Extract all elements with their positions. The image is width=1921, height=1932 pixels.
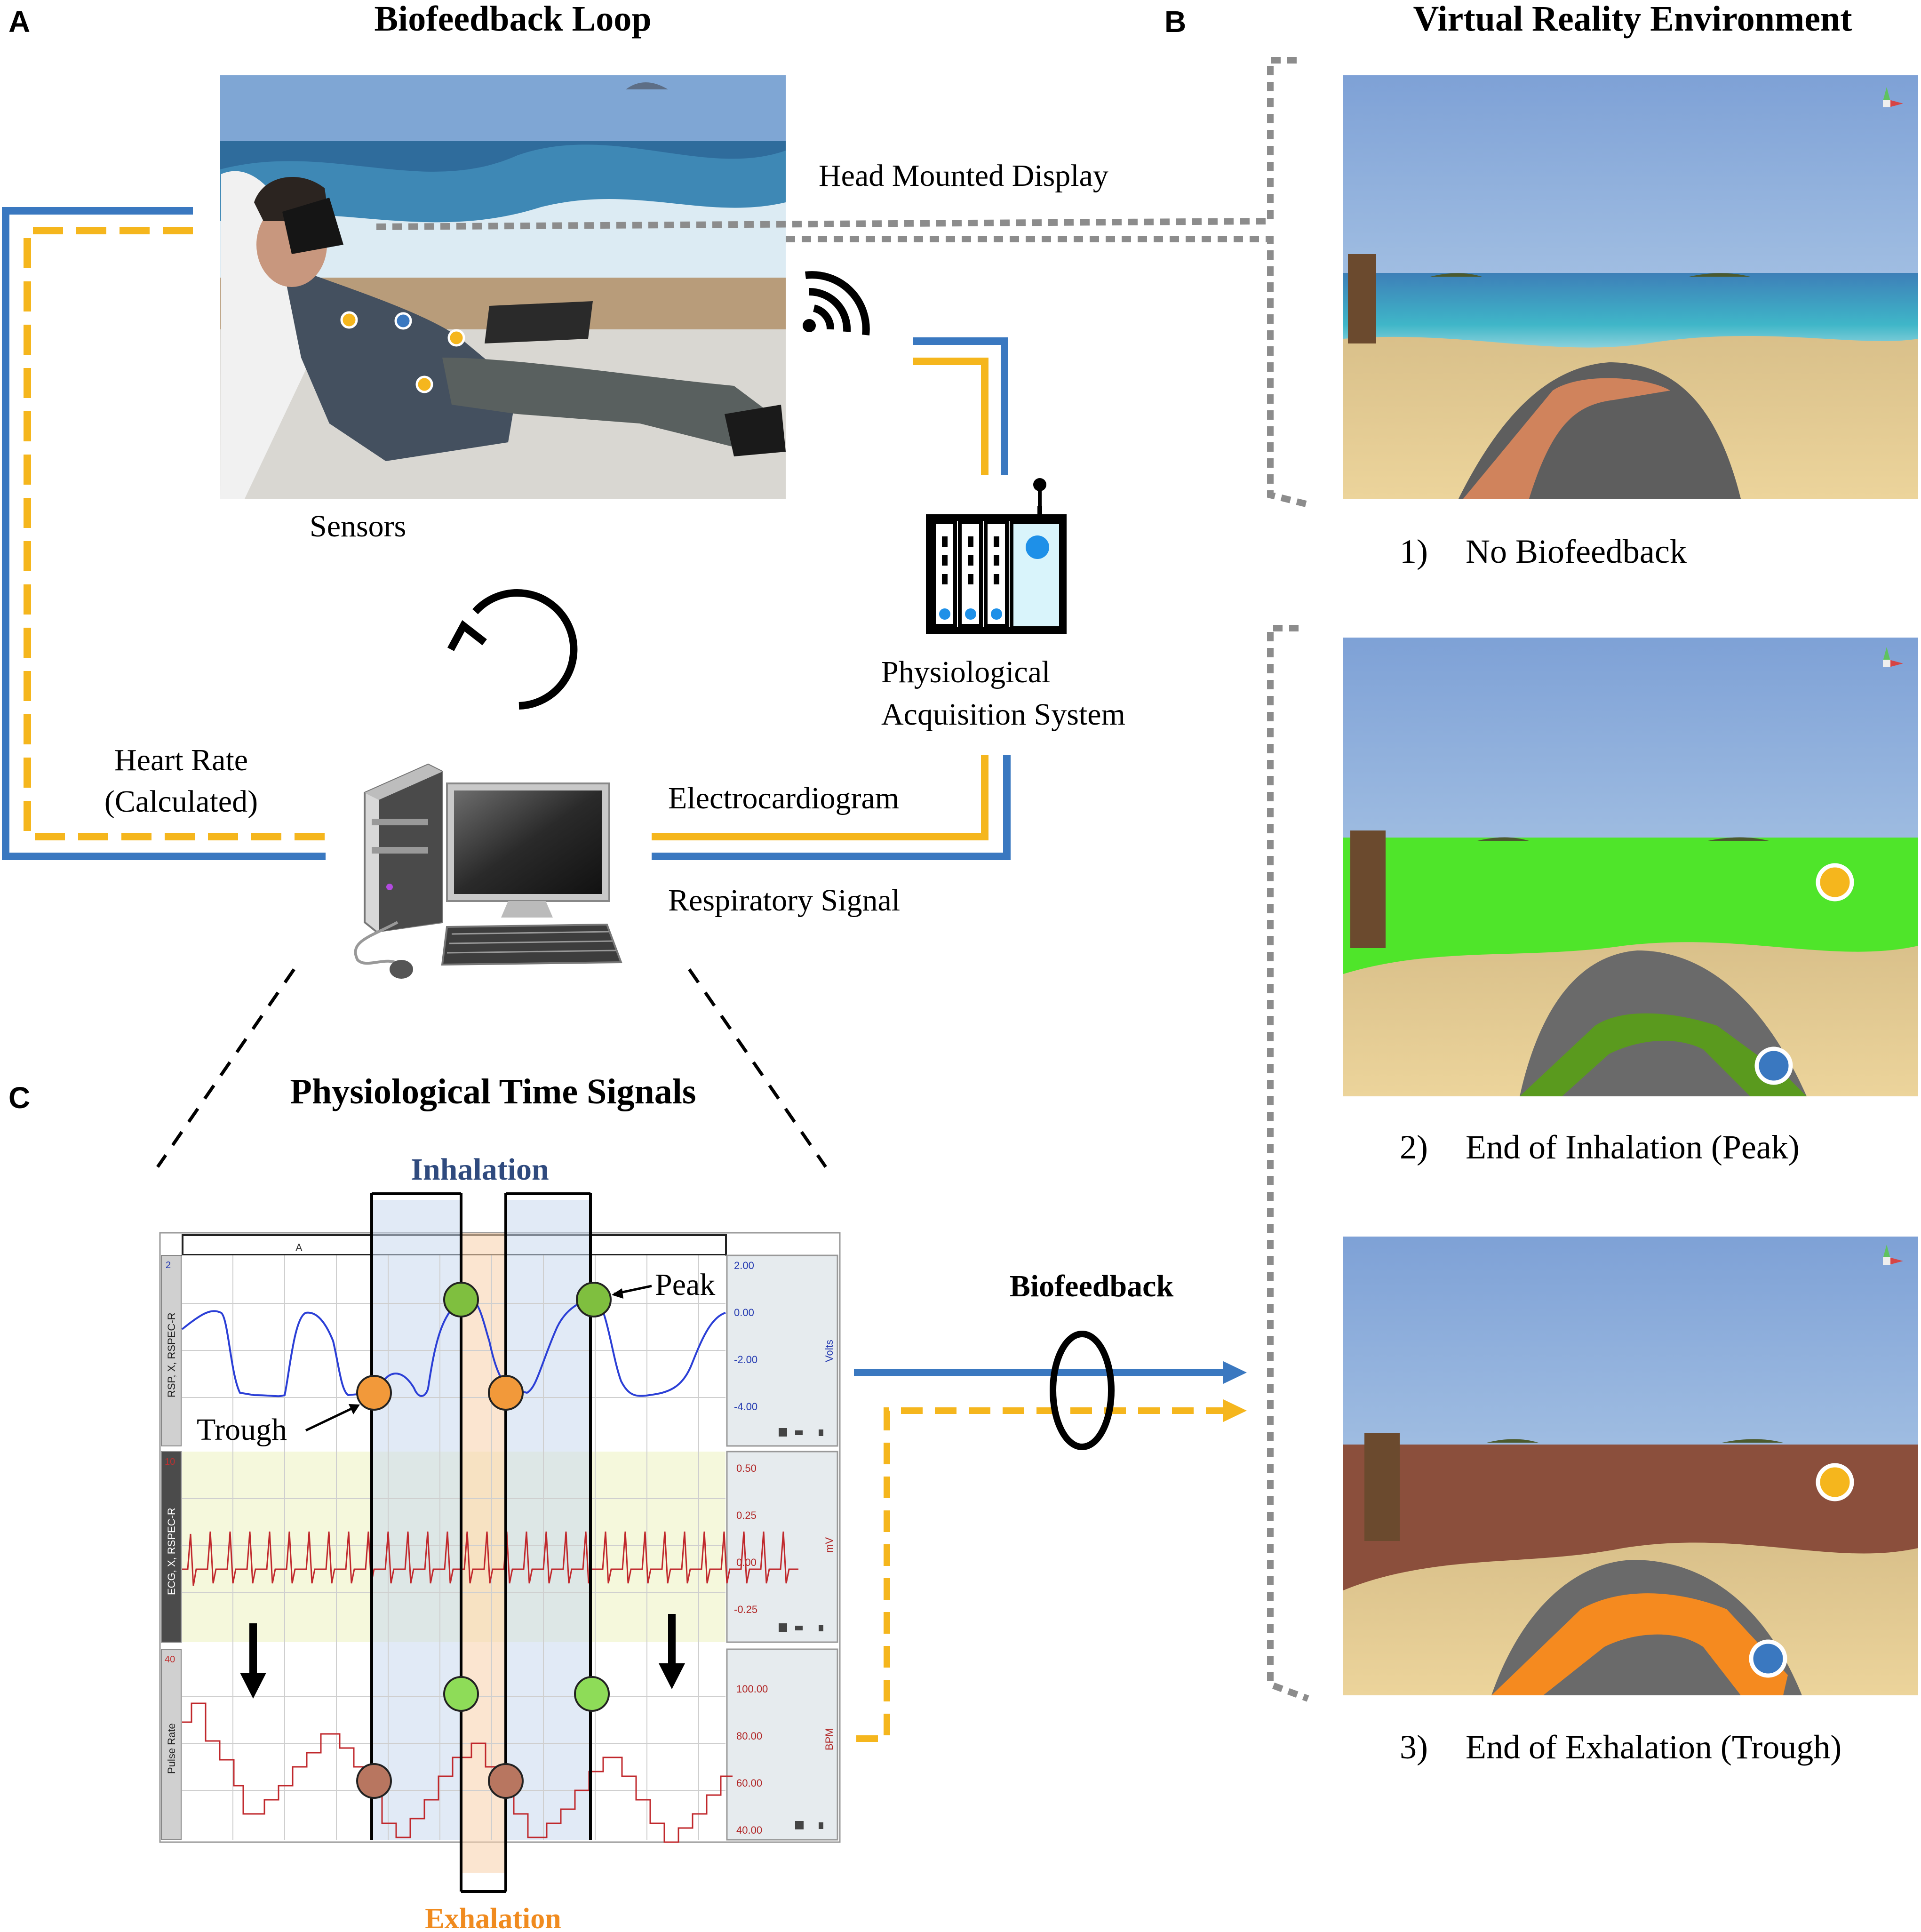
vr-caption-3-text: End of Exhalation (Trough) (1466, 1728, 1841, 1766)
sensor-dot-1 (340, 311, 358, 329)
scene3-blue-marker (1749, 1639, 1787, 1678)
loop-icon (447, 589, 578, 710)
hmd-label: Head Mounted Display (819, 159, 1108, 193)
vr-title: Virtual Reality Environment (1413, 0, 1852, 39)
resp-label: Respiratory Signal (668, 883, 900, 918)
signal-wiring (2, 207, 1011, 860)
biofeedback-arrows (854, 1331, 1247, 1742)
ch2-tick-1: 0.25 (736, 1509, 757, 1521)
ch1-badge: 2 (166, 1260, 171, 1270)
channel-tool-icons[interactable] (779, 1428, 823, 1829)
ch1-tick-1: 0.00 (734, 1307, 754, 1318)
vr-scene-exhalation (1343, 1237, 1918, 1695)
vr-caption-2-num: 2) (1400, 1128, 1428, 1166)
rsp-peak-2 (576, 1282, 612, 1317)
ch2-badge: 10 (165, 1457, 175, 1467)
ch1-tick-0: 2.00 (734, 1260, 754, 1271)
rsp-trough-2 (488, 1375, 524, 1411)
scene3-yellow-marker (1816, 1463, 1854, 1501)
hr-peak-2 (574, 1676, 610, 1712)
pulse-trace (182, 1702, 733, 1843)
sensor-dot-4 (415, 375, 433, 393)
ch1-name: RSP, X, RSPEC-R (166, 1312, 177, 1397)
rsp-trace (181, 1297, 726, 1397)
acq-window: A 2 10 40 RSP, X, RSPEC-R ECG, X, RSPEC-… (159, 1192, 841, 1893)
hr-label-line1: Heart Rate (114, 743, 248, 777)
grid (182, 1255, 725, 1840)
ch2-tick-0: 0.50 (736, 1462, 757, 1474)
down-arrows (240, 1614, 685, 1699)
ch1-tick-3: -4.00 (734, 1401, 757, 1413)
panel-letter-c: C (8, 1081, 30, 1115)
acquisition-system-icon (926, 478, 1067, 634)
vr-caption-3-num: 3) (1400, 1728, 1428, 1766)
scene-gizmo-icons (1883, 87, 1903, 1265)
biofeedback-label: Biofeedback (1010, 1269, 1174, 1303)
vr-scene-no-biofeedback (1343, 75, 1918, 499)
timeline-marker: A (295, 1242, 303, 1253)
hr-label-line2: (Calculated) (104, 784, 258, 819)
trough-label: Trough (197, 1413, 287, 1447)
ch2-tick-3: -0.25 (734, 1604, 757, 1615)
rsp-peak-1 (443, 1282, 479, 1317)
peak-label: Peak (655, 1268, 715, 1302)
exhalation-label: Exhalation (425, 1903, 561, 1932)
signals-title: Physiological Time Signals (290, 1072, 696, 1111)
hr-trough-2 (488, 1763, 524, 1799)
ch1-tick-2: -2.00 (734, 1354, 757, 1365)
hmd-connector (376, 57, 1309, 1702)
ch3-tick-3: 40.00 (736, 1824, 762, 1836)
panel-letter-b: B (1164, 5, 1186, 39)
ch1-unit: Volts (823, 1340, 835, 1362)
vr-caption-1-text: No Biofeedback (1466, 533, 1687, 570)
acq-label-line2: Acquisition System (881, 697, 1125, 732)
panel-letter-a: A (8, 5, 30, 39)
wireless-icon (803, 271, 870, 335)
sensor-dot-2 (394, 312, 412, 330)
ecg-trace (182, 1531, 798, 1586)
ch2-unit: mV (823, 1537, 835, 1553)
ch3-tick-1: 80.00 (736, 1730, 762, 1742)
vr-scene-inhalation (1343, 638, 1918, 1096)
hr-peak-1 (443, 1676, 479, 1712)
scene2-blue-marker (1754, 1046, 1793, 1085)
computer-icon (354, 763, 622, 979)
ch3-unit: BPM (823, 1728, 835, 1750)
ch3-name: Pulse Rate (166, 1723, 177, 1774)
ch3-badge: 40 (165, 1654, 175, 1665)
sensors-label: Sensors (310, 509, 406, 543)
scene2-yellow-marker (1816, 863, 1854, 902)
vr-caption-2-text: End of Inhalation (Peak) (1466, 1128, 1800, 1166)
ecg-label: Electrocardiogram (668, 781, 899, 815)
acq-label-line1: Physiological (881, 655, 1050, 689)
inhalation-label: Inhalation (411, 1152, 549, 1187)
ch3-tick-2: 60.00 (736, 1777, 762, 1789)
zoom-lines (156, 968, 827, 1168)
vr-caption-1-num: 1) (1400, 533, 1428, 570)
participant-photo (220, 75, 786, 499)
sensor-dot-3 (447, 329, 465, 347)
hr-trough-1 (356, 1763, 392, 1799)
loop-title: Biofeedback Loop (374, 0, 651, 39)
ch3-tick-0: 100.00 (736, 1683, 768, 1695)
rsp-trough-1 (356, 1375, 392, 1411)
ch2-name: ECG, X, RSPEC-R (166, 1508, 177, 1595)
